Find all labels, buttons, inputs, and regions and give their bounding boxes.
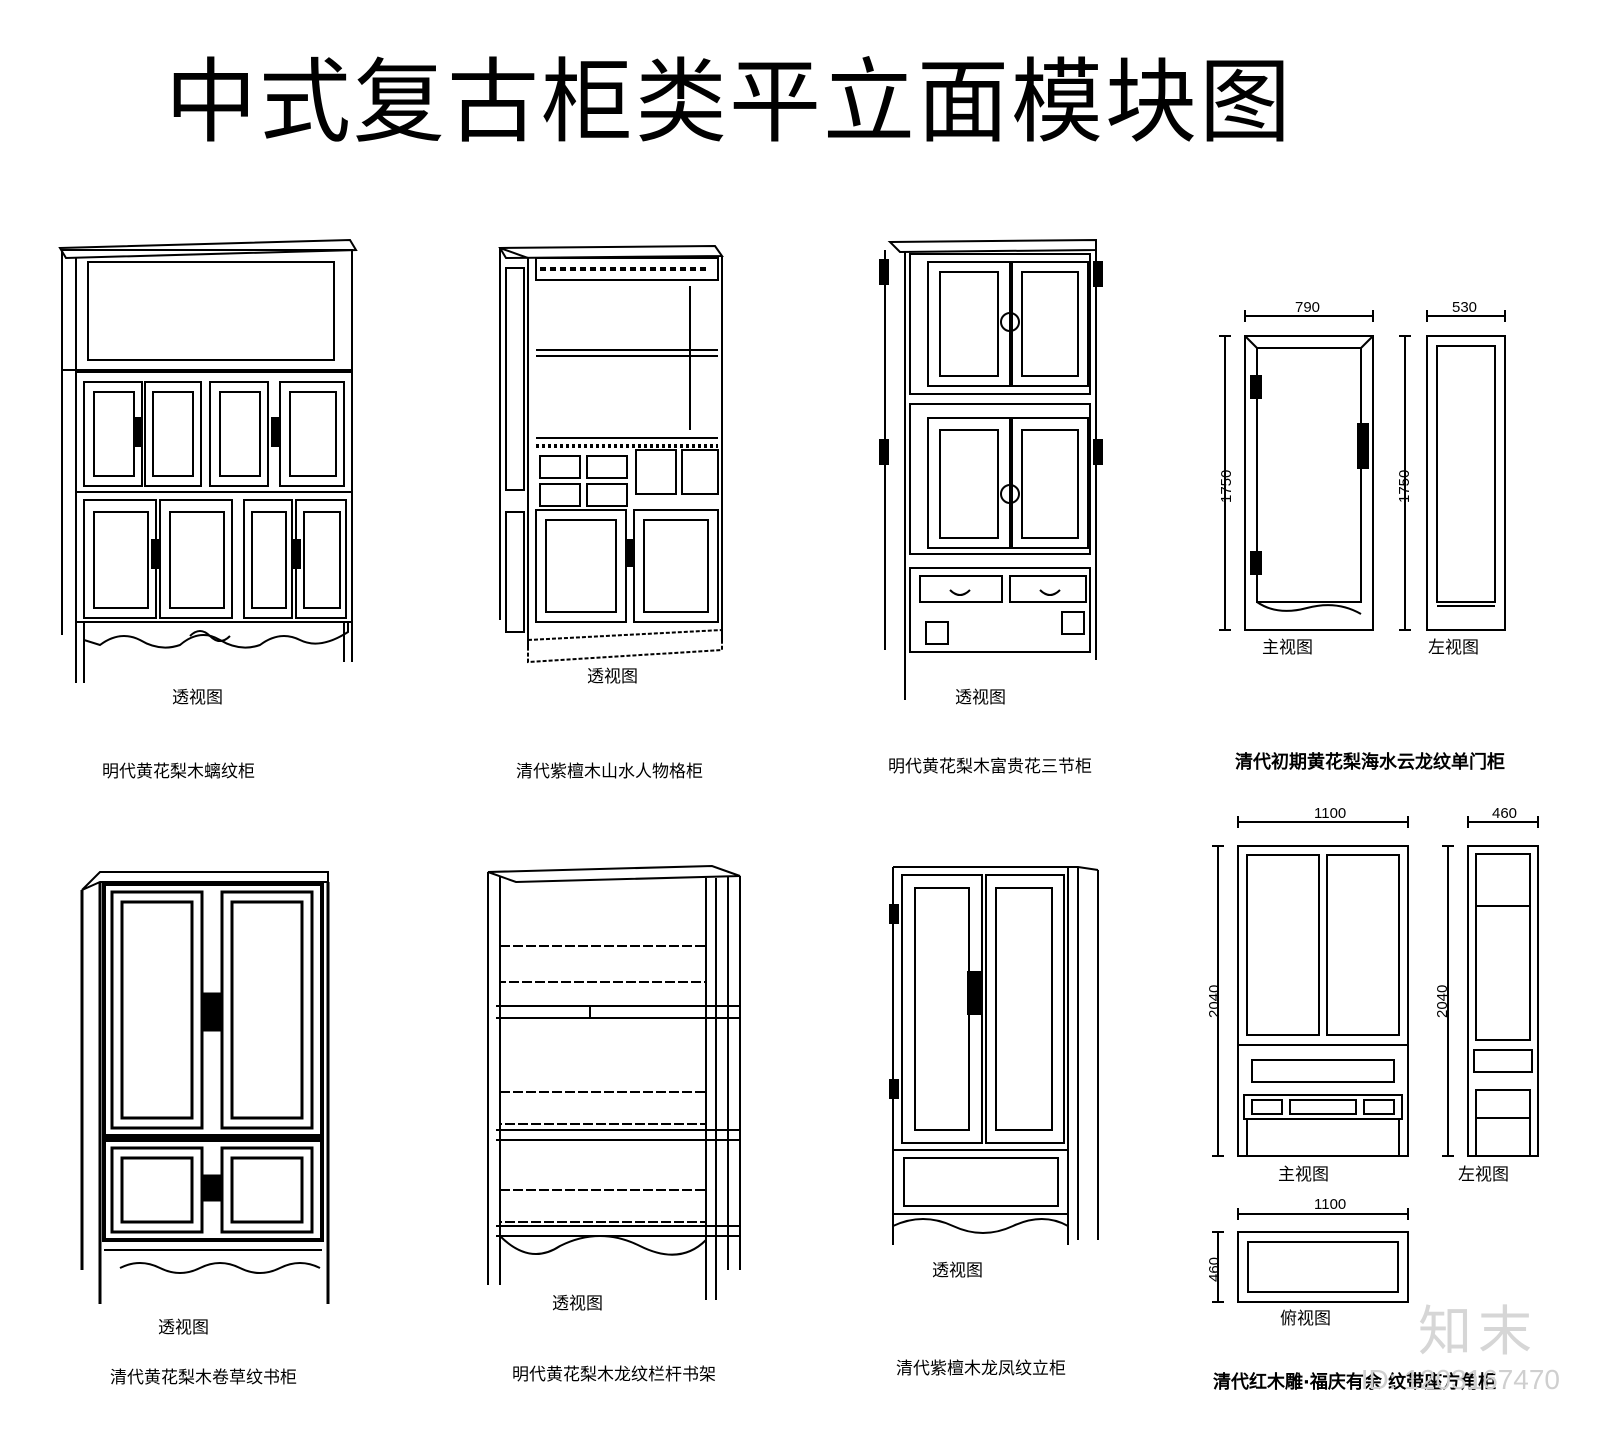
item-name-7: 清代紫檀木龙凤纹立柜 <box>896 1359 1066 1379</box>
dim-depth-square-top: 460 <box>1206 1256 1223 1282</box>
item-name-1: 明代黄花梨木螭纹柜 <box>102 762 255 782</box>
dim-width-single-door: 790 <box>1295 299 1321 316</box>
cabinet-2-drawing <box>498 244 724 664</box>
view-label-perspective-6: 透视图 <box>552 1294 603 1314</box>
dim-depth-square-left: 460 <box>1492 805 1518 822</box>
dim-depth-single-door: 530 <box>1452 299 1478 316</box>
cabinet-7-drawing <box>889 866 1099 1245</box>
view-label-left-8: 左视图 <box>1458 1165 1509 1185</box>
dim-height-square-left: 2040 <box>1434 984 1451 1018</box>
view-label-left-4: 左视图 <box>1428 638 1479 658</box>
dim-width-square-top: 1100 <box>1314 1196 1347 1213</box>
dim-height-single-door-left: 1750 <box>1396 469 1413 503</box>
dim-height-square-front: 2040 <box>1206 984 1223 1018</box>
view-label-perspective-7: 透视图 <box>932 1261 983 1281</box>
cabinet-8-top-view <box>1212 1208 1409 1303</box>
cabinet-4-front-view <box>1219 310 1374 631</box>
cabinet-8-front-view <box>1212 816 1409 1157</box>
cabinet-4-left-view <box>1399 310 1506 631</box>
dim-height-single-door-front: 1750 <box>1218 469 1235 503</box>
item-name-3: 明代黄花梨木富贵花三节柜 <box>888 757 1092 777</box>
page-title: 中式复古柜类平立面模块图 <box>165 49 1294 156</box>
item-name-6: 明代黄花梨木龙纹栏杆书架 <box>512 1365 716 1385</box>
item-name-2: 清代紫檀木山水人物格柜 <box>516 762 703 782</box>
item-name-4: 清代初期黄花梨海水云龙纹单门柜 <box>1235 752 1505 773</box>
cabinet-6-drawing <box>487 864 741 1300</box>
view-label-perspective-2: 透视图 <box>587 667 638 687</box>
view-label-perspective-3: 透视图 <box>955 688 1006 708</box>
view-label-front-4: 主视图 <box>1262 638 1313 658</box>
cabinet-5-drawing <box>80 871 330 1304</box>
item-name-8: 清代红木雕·福庆有余 纹带座方角柜 <box>1213 1372 1497 1393</box>
view-label-front-8: 主视图 <box>1278 1165 1329 1185</box>
view-label-perspective-1: 透视图 <box>172 688 223 708</box>
watermark-id: ID: 1203167470 <box>1360 1364 1560 1395</box>
item-name-5: 清代黄花梨木卷草纹书柜 <box>110 1368 297 1388</box>
view-label-perspective-5: 透视图 <box>158 1318 209 1338</box>
cabinet-1-drawing <box>58 238 358 683</box>
view-label-top-8: 俯视图 <box>1280 1309 1331 1329</box>
dim-width-square-front: 1100 <box>1314 805 1347 822</box>
cabinet-8-left-view <box>1442 816 1539 1157</box>
cabinet-3-drawing <box>879 238 1103 700</box>
watermark-logo: 知末 <box>1418 1300 1538 1363</box>
